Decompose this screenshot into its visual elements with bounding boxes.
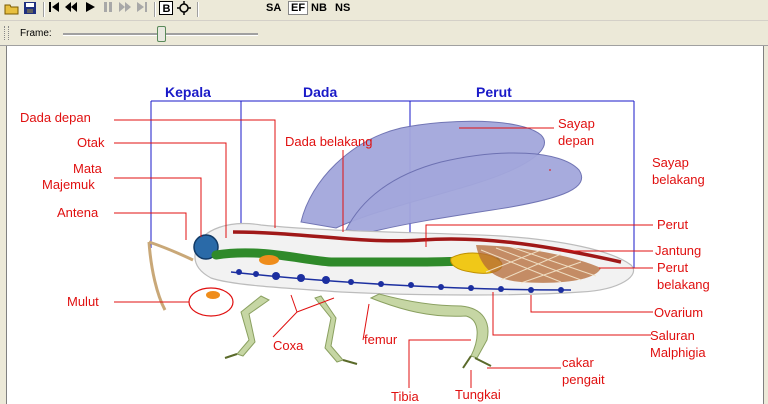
label-sayap-depan-1: Sayap <box>558 116 595 131</box>
frame-slider-thumb[interactable] <box>157 26 166 42</box>
hind-wing <box>345 152 583 233</box>
legs <box>236 293 489 363</box>
rewind-icon[interactable] <box>64 1 80 17</box>
svg-text:B: B <box>163 3 171 15</box>
fast-forward-icon[interactable] <box>118 1 134 17</box>
mode-sa-button[interactable]: SA <box>266 2 282 14</box>
label-sayap-belakang-2: belakang <box>652 172 705 187</box>
label-mulut: Mulut <box>67 294 99 309</box>
label-dada-depan: Dada depan <box>20 110 91 125</box>
label-malphigia: Malphigia <box>650 345 706 360</box>
toolbar-separator <box>43 2 45 17</box>
insect-diagram <box>114 100 653 388</box>
label-perut-belakang-1: Perut <box>657 260 689 275</box>
label-saluran: Saluran <box>650 328 695 343</box>
mode-ns-button[interactable]: NS <box>335 2 351 14</box>
label-mata: Mata <box>73 161 102 176</box>
label-ovarium: Ovarium <box>654 305 704 320</box>
frame-label: Frame: <box>20 28 52 39</box>
last-frame-icon[interactable] <box>136 1 150 17</box>
open-icon[interactable] <box>4 1 20 17</box>
mode-nb-button[interactable]: NB <box>311 2 327 14</box>
label-antena: Antena <box>57 205 99 220</box>
bold-box-icon[interactable]: B <box>159 1 174 17</box>
label-perut-belakang-2: belakang <box>657 277 710 292</box>
toolbar-separator <box>197 2 199 17</box>
save-icon[interactable] <box>23 1 39 17</box>
section-perut: Perut <box>476 84 512 100</box>
label-tibia: Tibia <box>391 389 419 404</box>
label-jantung: Jantung <box>655 243 702 258</box>
frame-bar: Frame: <box>0 21 768 46</box>
label-sayap-depan-2: depan <box>558 133 595 148</box>
label-sayap-belakang-1: Sayap <box>652 155 689 170</box>
first-frame-icon[interactable] <box>48 1 62 17</box>
label-majemuk: Majemuk <box>42 177 95 192</box>
label-coxa: Coxa <box>273 338 304 353</box>
diagram-canvas: Kepala Dada Perut Dada depan Otak Mata M… <box>6 46 764 404</box>
antenna <box>148 240 194 262</box>
toolbar: B SA EF NB NS <box>0 0 768 21</box>
pause-icon[interactable] <box>102 1 116 17</box>
grip-handle[interactable] <box>4 26 9 40</box>
dorsal-vessel <box>232 230 622 264</box>
move-icon[interactable] <box>177 1 193 17</box>
mode-ef-button[interactable]: EF <box>288 1 309 15</box>
label-dada-belakang: Dada belakang <box>285 134 373 149</box>
toolbar-separator <box>154 2 156 17</box>
play-icon[interactable] <box>84 1 98 17</box>
label-tungkai: Tungkai <box>455 387 501 402</box>
label-otak: Otak <box>77 135 105 150</box>
label-cakar: cakar <box>562 355 594 370</box>
section-dada: Dada <box>303 84 338 100</box>
leader-lines <box>114 119 653 388</box>
section-kepala: Kepala <box>165 84 211 100</box>
label-pengait: pengait <box>562 372 605 387</box>
label-femur: femur <box>364 332 398 347</box>
label-perut: Perut <box>657 217 689 232</box>
